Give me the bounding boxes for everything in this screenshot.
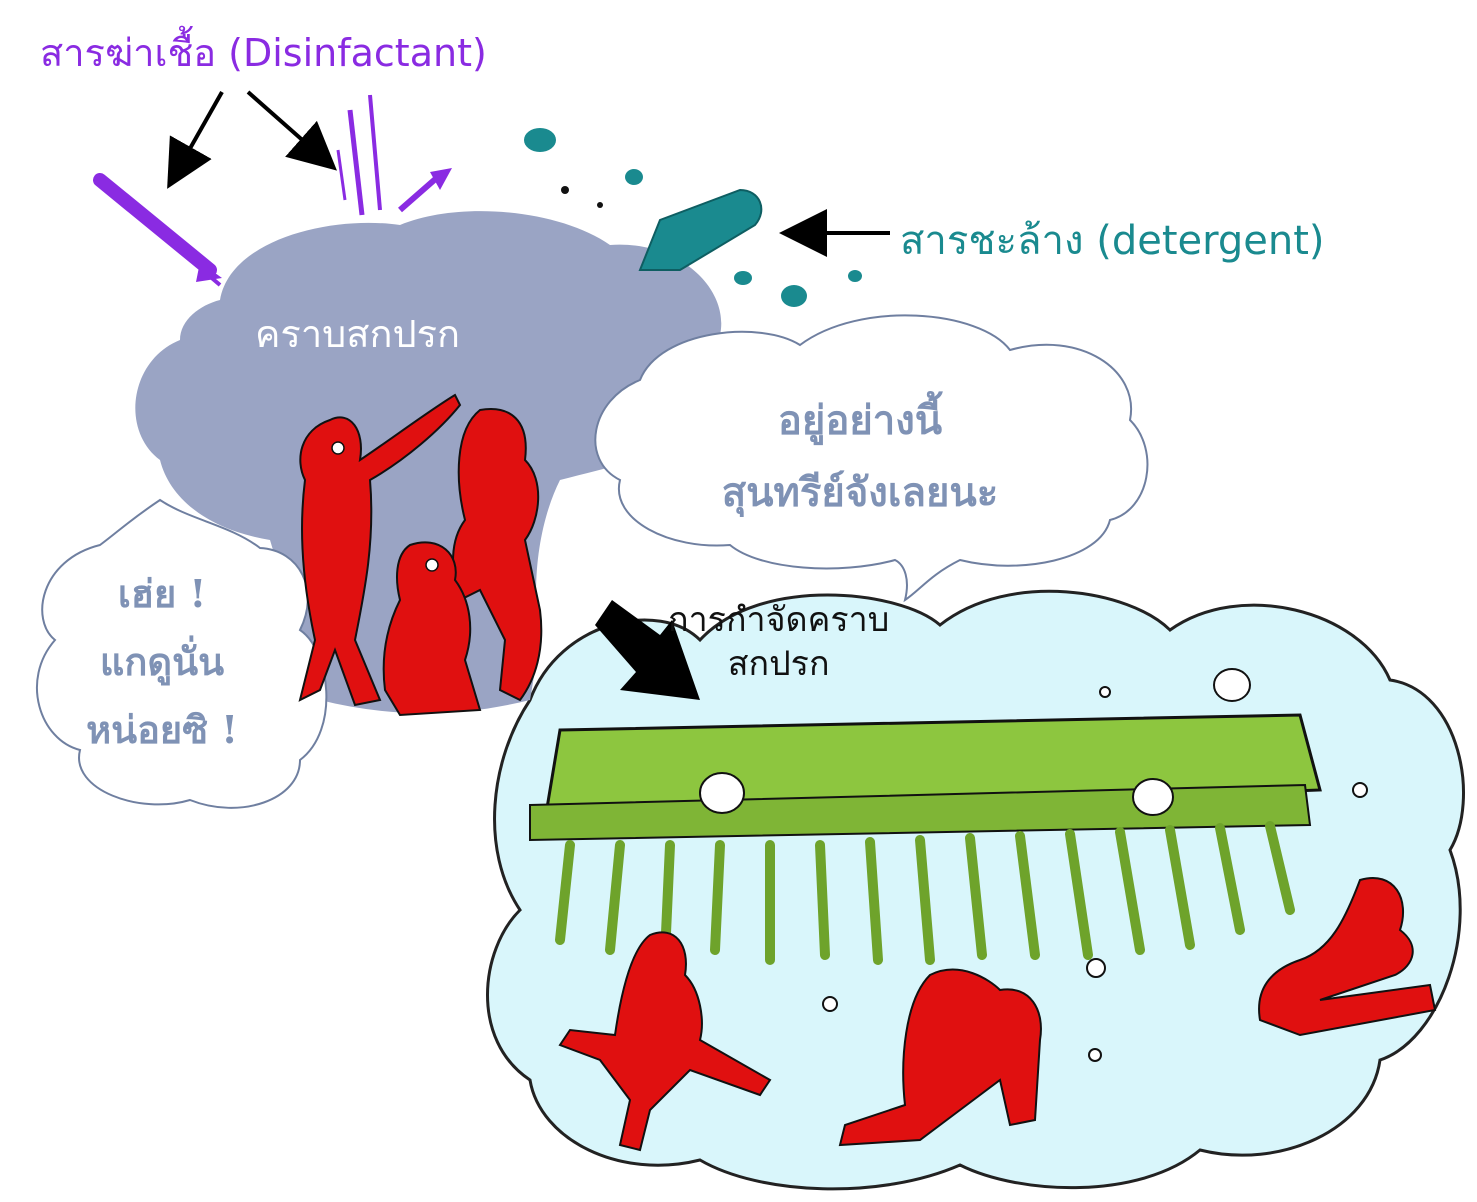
speech-left-line-3: หน่อยซิ ! (42, 696, 282, 764)
speech-text-left: เฮ่ย ! แกดูนั่น หน่อยซิ ! (42, 560, 282, 764)
detergent-label: สารชะล้าง (detergent) (900, 208, 1325, 272)
disinfectant-arrow-1 (175, 92, 222, 175)
removal-label-line-1: การกำจัดคราบ (668, 598, 889, 642)
speech-right-line-1: อยู่อย่างนี้ (610, 385, 1110, 457)
dirt-label: คราบสกปรก (255, 303, 460, 364)
speech-text-right: อยู่อย่างนี้ สุนทรีย์จังเลยนะ (610, 385, 1110, 529)
disinfectant-label: สารฆ่าเชื้อ (Disinfactant) (40, 22, 487, 83)
removal-label-line-2: สกปรก (668, 642, 889, 686)
speech-right-line-2: สุนทรีย์จังเลยนะ (610, 457, 1110, 529)
speech-left-line-2: แกดูนั่น (42, 628, 282, 696)
removal-label: การกำจัดคราบ สกปรก (668, 598, 889, 686)
speech-left-line-1: เฮ่ย ! (42, 560, 282, 628)
disinfectant-arrow-2 (248, 92, 325, 160)
